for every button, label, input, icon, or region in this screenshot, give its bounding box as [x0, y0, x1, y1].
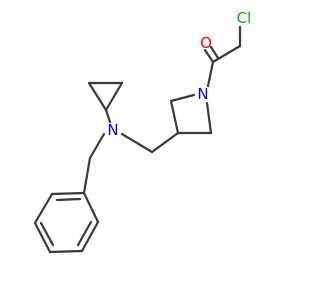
bond — [169, 99, 180, 135]
bond — [104, 108, 112, 124]
bond — [205, 101, 213, 135]
bond — [76, 220, 93, 247]
bond — [82, 191, 100, 224]
bond — [211, 44, 242, 64]
bond — [169, 93, 196, 103]
bond — [87, 81, 108, 112]
bond — [104, 81, 124, 112]
pyrrolidine-nitrogen-label: N — [197, 85, 208, 103]
bond — [33, 221, 52, 254]
bond — [55, 197, 82, 202]
bond — [82, 156, 92, 195]
bond — [48, 249, 84, 254]
bond — [209, 45, 220, 60]
chlorine-atom-label: Cl — [237, 9, 252, 27]
atom-labels: O Cl N N — [107, 9, 251, 139]
structure-diagram: O Cl N N — [33, 9, 251, 254]
bond — [39, 221, 55, 247]
amine-nitrogen-label: N — [107, 121, 118, 139]
bond — [120, 132, 154, 154]
bond — [33, 192, 54, 225]
bond — [80, 220, 100, 253]
bond — [88, 132, 106, 160]
bond — [203, 48, 215, 64]
bonds — [33, 25, 242, 254]
bond — [150, 131, 180, 154]
bond — [50, 191, 86, 196]
oxygen-atom-label: O — [200, 34, 212, 52]
bond — [206, 60, 215, 88]
